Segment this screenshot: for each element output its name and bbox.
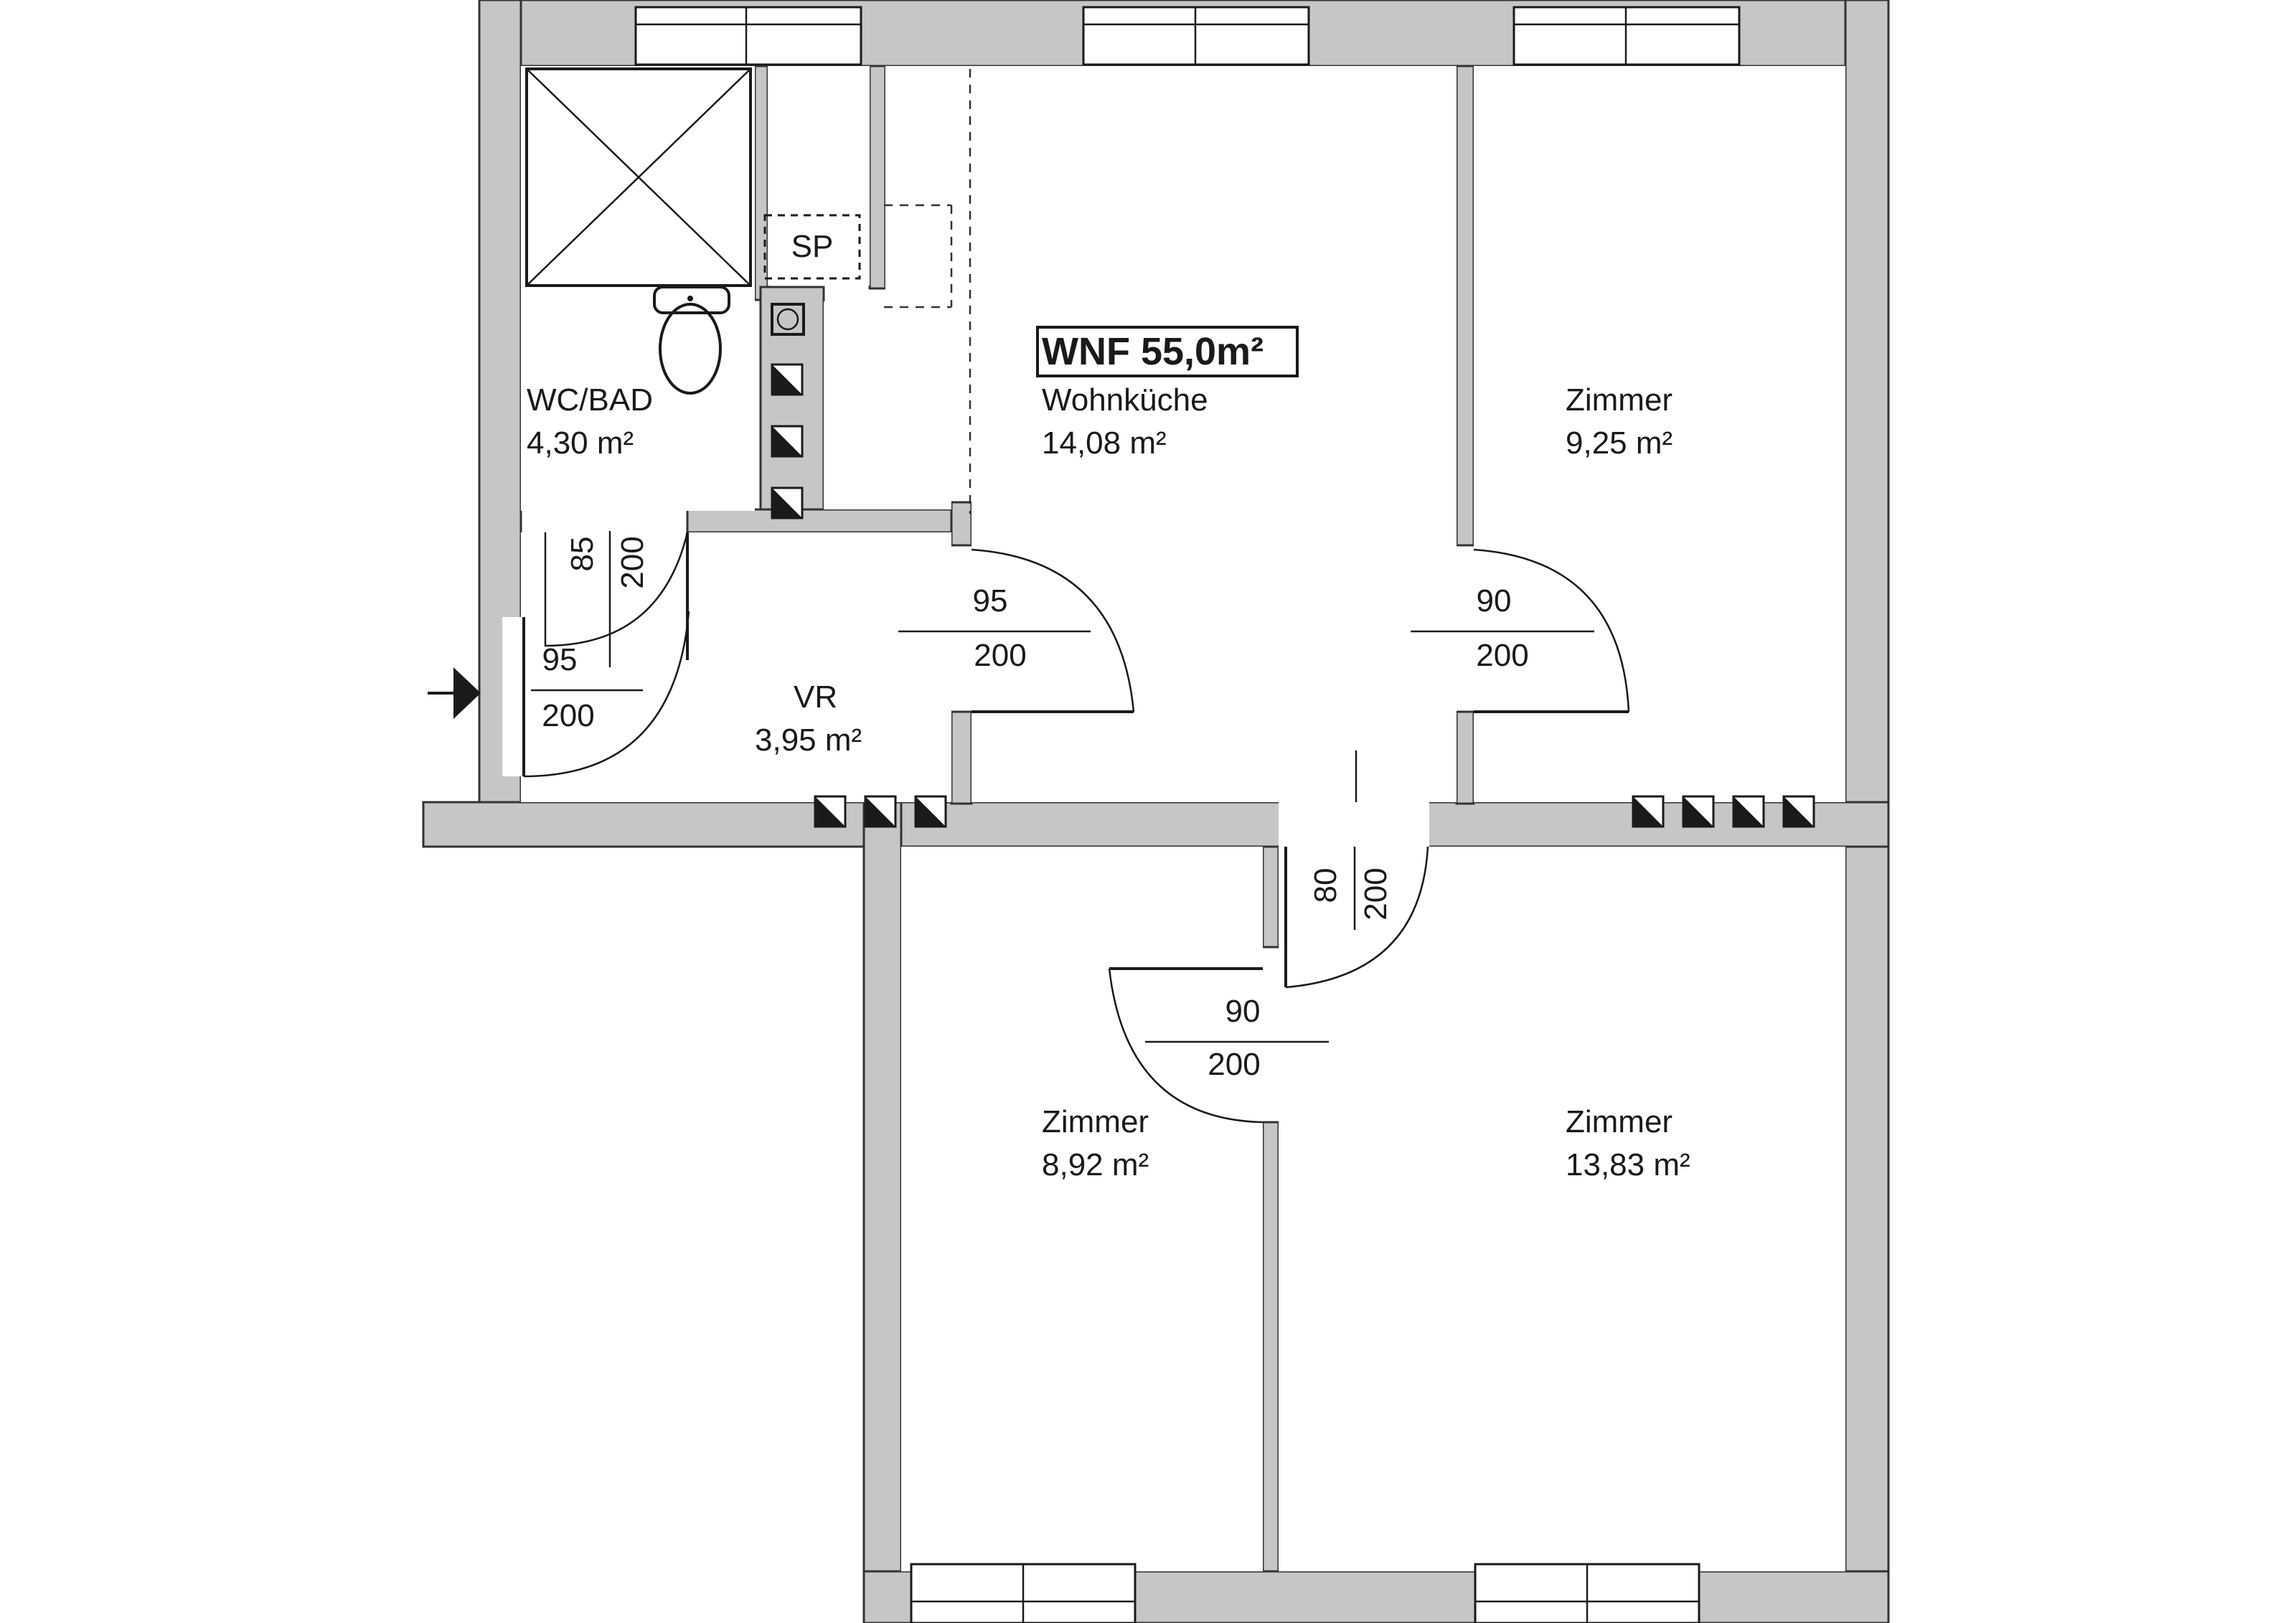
door-entry-height: 200 bbox=[542, 698, 594, 733]
door-zimmer-sw-arc bbox=[1108, 968, 1264, 1124]
door-kitchen-arc bbox=[971, 548, 1135, 712]
room-name-zimmer-ne: Zimmer bbox=[1566, 382, 1672, 418]
window-zimmer-ne bbox=[1512, 6, 1741, 66]
fill-vr bbox=[521, 532, 951, 802]
shaft-icon bbox=[1682, 795, 1715, 828]
room-area-zimmer-se: 13,83 m² bbox=[1566, 1147, 1690, 1182]
door-kitchen-width: 95 bbox=[973, 583, 1008, 618]
room-name-zimmer-se: Zimmer bbox=[1566, 1104, 1672, 1139]
shaft-icon bbox=[1732, 795, 1765, 828]
door-closet-height: 200 bbox=[1358, 867, 1393, 920]
shaft-icon bbox=[771, 425, 804, 458]
wall-bath-closet bbox=[753, 65, 769, 301]
shaft-icon bbox=[771, 486, 804, 519]
door-bath-arc bbox=[544, 532, 689, 647]
wall-kitchen-zimmer-bottom bbox=[1455, 710, 1475, 805]
storage-label: SP bbox=[791, 229, 834, 264]
room-name-wc-bad: WC/BAD bbox=[527, 382, 653, 418]
door-bath-width: 85 bbox=[565, 537, 600, 572]
door-entry-arc bbox=[523, 611, 690, 778]
wall-closet-right bbox=[868, 65, 887, 290]
wall-bath-vr bbox=[686, 508, 969, 534]
fill-closet bbox=[768, 66, 870, 286]
shower-tray bbox=[525, 67, 752, 287]
shaft-icon bbox=[864, 795, 897, 828]
fill-zimmer-sw bbox=[901, 847, 1263, 1571]
storage-box: SP bbox=[763, 214, 861, 280]
doors bbox=[522, 532, 1630, 1124]
fill-closet-door-gap bbox=[1279, 802, 1429, 847]
window-kitchen bbox=[1082, 6, 1310, 66]
windows bbox=[634, 6, 1741, 1623]
fill-entry-gap bbox=[502, 617, 524, 776]
wall-shaft bbox=[759, 286, 825, 518]
fixtures: SP bbox=[428, 67, 1815, 828]
wall-kitchen-stub-top bbox=[950, 501, 973, 547]
door-zimmer-ne-arc bbox=[1473, 548, 1630, 712]
room-fills bbox=[502, 66, 1845, 1571]
door-zimmer-ne-width: 90 bbox=[1477, 583, 1512, 618]
shaft-icon bbox=[1632, 795, 1665, 828]
window-bath bbox=[634, 6, 862, 66]
entry-arrow-icon bbox=[428, 667, 481, 719]
shaft-icon bbox=[1782, 795, 1815, 828]
door-closet-arc bbox=[1285, 846, 1429, 989]
total-area-label: WNF 55,0m² bbox=[1042, 330, 1264, 373]
door-entry-width: 95 bbox=[542, 642, 578, 677]
room-area-zimmer-ne: 9,25 m² bbox=[1566, 425, 1672, 461]
door-closet-width: 80 bbox=[1308, 868, 1343, 903]
room-area-vr: 3,95 m² bbox=[755, 723, 862, 758]
wall-kitchen-stub-bottom bbox=[950, 710, 973, 805]
shaft-symbols bbox=[771, 363, 1815, 828]
wall-lower-divider-top bbox=[1261, 845, 1280, 949]
toilet-icon bbox=[653, 286, 730, 395]
shaft-icon bbox=[814, 795, 847, 828]
shaft-icon bbox=[914, 795, 947, 828]
room-area-zimmer-sw: 8,92 m² bbox=[1042, 1147, 1149, 1182]
door-kitchen-height: 200 bbox=[974, 638, 1026, 673]
door-zimmer-sw-width: 90 bbox=[1225, 994, 1261, 1029]
room-name-zimmer-sw: Zimmer bbox=[1042, 1104, 1149, 1139]
door-zimmer-sw-height: 200 bbox=[1208, 1047, 1260, 1082]
vent-icon bbox=[771, 303, 805, 336]
wall-left-lower bbox=[862, 801, 903, 1623]
room-area-wc-bad: 4,30 m² bbox=[527, 425, 634, 461]
window-zimmer-sw bbox=[910, 1563, 1137, 1623]
room-name-wohnkueche: Wohnküche bbox=[1042, 382, 1208, 418]
fill-zimmer-se bbox=[1279, 847, 1845, 1571]
wall-kitchen-zimmer-top bbox=[1455, 65, 1475, 547]
shaft-icon bbox=[771, 363, 804, 396]
door-dimensions: 85 200 95 200 95 200 90 200 80 200 90 20… bbox=[531, 531, 1594, 1082]
fill-zimmer-ne bbox=[1474, 66, 1845, 802]
fill-kitchen-lower bbox=[971, 301, 1457, 802]
room-labels: WC/BAD 4,30 m² Wohnküche 14,08 m² Zimmer… bbox=[527, 382, 1690, 1182]
total-area-box: WNF 55,0m² bbox=[1036, 326, 1299, 377]
fill-niche bbox=[824, 301, 951, 509]
window-zimmer-se bbox=[1474, 1563, 1700, 1623]
room-area-wohnkueche: 14,08 m² bbox=[1042, 425, 1167, 461]
door-zimmer-ne-height: 200 bbox=[1476, 638, 1528, 673]
fill-kitchen-upper bbox=[885, 66, 1457, 301]
room-name-vr: VR bbox=[794, 679, 837, 715]
wall-lower-divider-bottom bbox=[1261, 1121, 1280, 1573]
kitchen-counter bbox=[884, 69, 971, 514]
door-bath-height: 200 bbox=[615, 536, 650, 588]
wall-middle bbox=[422, 801, 1890, 848]
